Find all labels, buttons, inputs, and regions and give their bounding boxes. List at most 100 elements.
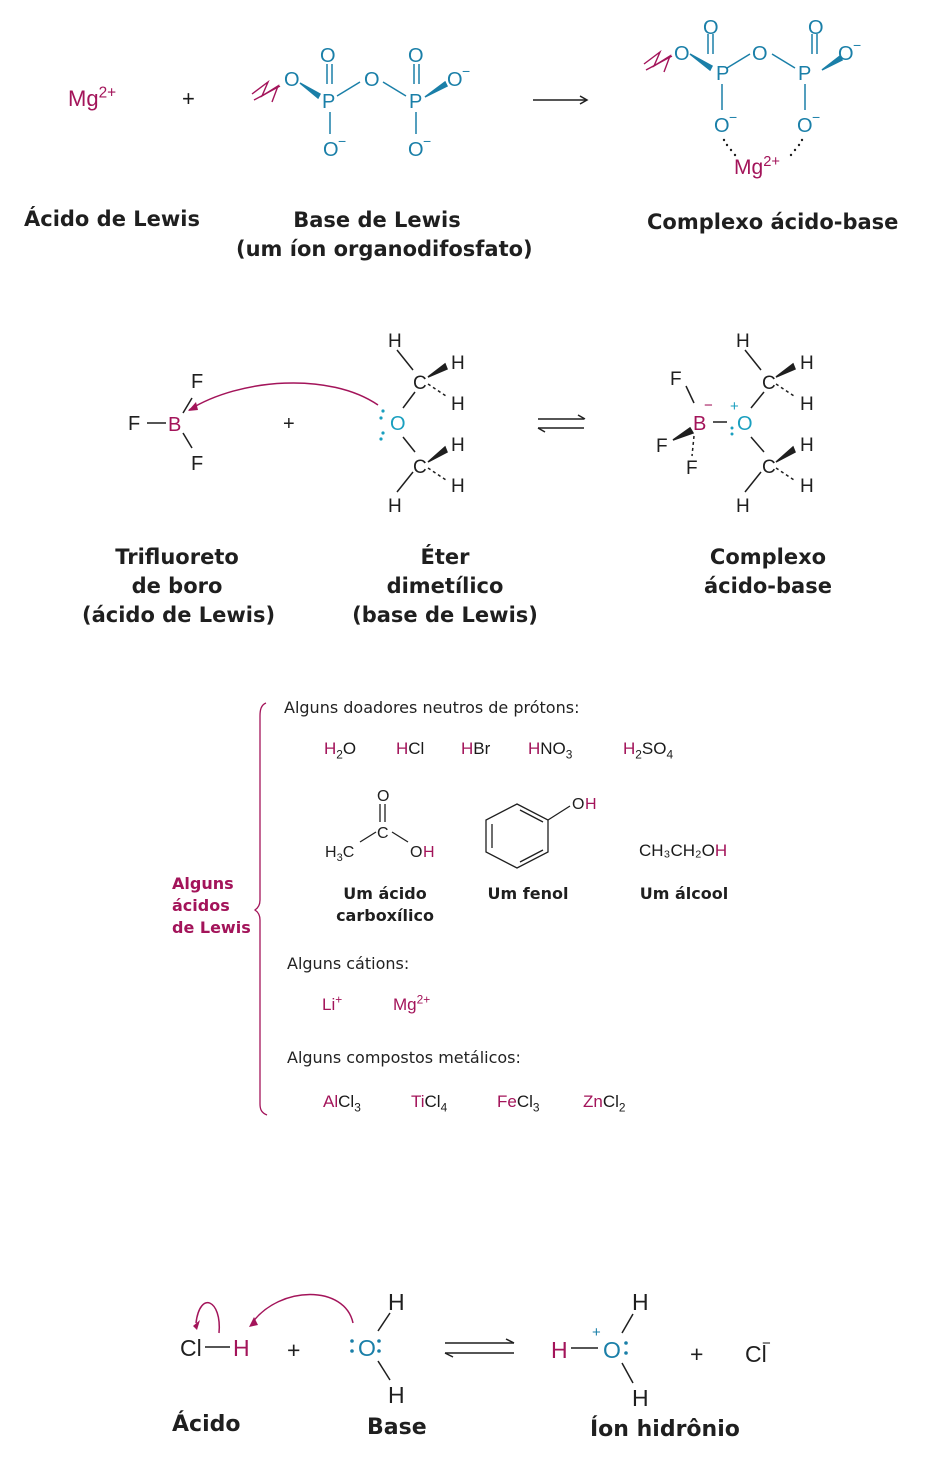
svg-text:O: O xyxy=(390,413,406,435)
heading-metal-compounds: Alguns compostos metálicos: xyxy=(287,1048,521,1067)
svg-text:+: + xyxy=(730,398,739,415)
equilibrium-arrow-icon xyxy=(537,414,586,433)
formula-rest: NO xyxy=(540,739,566,758)
label-alcohol: Um álcool xyxy=(639,884,729,903)
formula-rest: CH₃CH₂O xyxy=(639,841,715,860)
svg-text:H: H xyxy=(632,1385,649,1411)
label-line: Um ácido xyxy=(343,884,427,903)
svg-text:−: − xyxy=(423,133,431,149)
mg-ion-reactant: Mg2+ xyxy=(68,84,117,112)
label-line: ácido-base xyxy=(704,574,832,598)
svg-text:B: B xyxy=(693,413,706,435)
svg-text:O: O xyxy=(364,69,380,91)
formula-hcl: HCl xyxy=(396,739,424,759)
side-label-lewis-acids: Alguns ácidos de Lewis xyxy=(172,873,251,939)
brace-icon xyxy=(253,702,268,1116)
svg-text:H: H xyxy=(388,1382,405,1408)
svg-text:H: H xyxy=(800,353,814,374)
svg-text:H: H xyxy=(800,476,814,497)
heading-proton-donors: Alguns doadores neutros de prótons: xyxy=(284,698,580,717)
acidic-h: H xyxy=(396,739,409,758)
formula-rest: Cl xyxy=(516,1092,533,1111)
label-acid: Ácido xyxy=(172,1412,241,1437)
svg-text:O: O xyxy=(408,139,424,161)
svg-text:O: O xyxy=(572,796,584,813)
svg-text:O: O xyxy=(377,788,389,805)
mg-ion-product: Mg2+ xyxy=(734,155,780,180)
cation-symbol: Mg xyxy=(393,995,417,1014)
svg-text:P: P xyxy=(716,63,729,85)
electron-arrow-icon xyxy=(251,1293,354,1324)
svg-text:F: F xyxy=(128,413,140,435)
svg-text:−: − xyxy=(704,397,713,414)
mg-charge: 2+ xyxy=(98,84,117,102)
svg-text:H: H xyxy=(736,496,750,517)
label-carboxylic-acid: Um ácido carboxílico xyxy=(322,883,448,927)
label-line: de boro xyxy=(131,574,223,598)
svg-text:P: P xyxy=(322,91,335,113)
svg-text:F: F xyxy=(656,436,668,457)
metal-symbol: Ti xyxy=(411,1092,425,1111)
svg-text:−: − xyxy=(462,63,470,79)
heading-cations: Alguns cátions: xyxy=(287,954,410,973)
formula-rest: Cl xyxy=(408,739,425,758)
label-line: (base de Lewis) xyxy=(352,603,538,627)
svg-text:+: + xyxy=(283,413,295,435)
svg-text:H: H xyxy=(388,1289,405,1315)
acidic-h: H xyxy=(461,739,474,758)
svg-text:−: − xyxy=(853,37,861,53)
formula-rest: SO xyxy=(641,739,667,758)
subscript: 2 xyxy=(635,747,642,762)
plus-sign: + xyxy=(182,86,195,111)
svg-text:O: O xyxy=(410,844,422,861)
svg-text:O: O xyxy=(674,43,690,65)
svg-text:F: F xyxy=(670,369,682,390)
label-lewis-acid: Ácido de Lewis xyxy=(24,207,200,231)
formula-h2so4: H2SO4 xyxy=(623,739,673,762)
label-phenol: Um fenol xyxy=(487,884,569,903)
svg-text:H: H xyxy=(388,496,402,517)
metal-symbol: Fe xyxy=(497,1092,517,1111)
svg-text:H: H xyxy=(736,331,750,352)
svg-text:O: O xyxy=(838,43,854,65)
label-boron-trifluoride: Trifluoreto de boro (ácido de Lewis) xyxy=(82,543,275,630)
svg-text:C: C xyxy=(413,373,427,394)
label-hydronium-ion: Íon hidrônio xyxy=(590,1417,740,1442)
label-line: (um íon organodifosfato) xyxy=(236,237,533,261)
svg-text:P: P xyxy=(409,91,422,113)
compound-fecl3: FeCl3 xyxy=(497,1092,540,1113)
svg-text:C: C xyxy=(762,373,776,394)
organodiphosphate-structure: O O P O O P O− O− O− xyxy=(251,17,861,161)
svg-text:O: O xyxy=(752,43,768,65)
svg-text:H: H xyxy=(451,394,465,415)
formula-rest: Br xyxy=(473,739,491,758)
svg-text:H: H xyxy=(632,1289,649,1315)
svg-text:H3C: H3C xyxy=(325,844,354,864)
subscript: 2 xyxy=(336,747,343,762)
wavy-bond-icon xyxy=(251,79,281,103)
svg-text:C: C xyxy=(762,457,776,478)
cation-charge: 2+ xyxy=(416,992,431,1007)
svg-text:H: H xyxy=(451,435,465,456)
phenol-structure xyxy=(485,803,571,869)
label-base: Base xyxy=(367,1415,427,1440)
svg-text:C: C xyxy=(413,457,427,478)
svg-text:O: O xyxy=(714,115,730,137)
svg-text:−: − xyxy=(338,133,346,149)
label-dimethyl-ether: Éter dimetílico (base de Lewis) xyxy=(352,543,538,630)
svg-text:H: H xyxy=(388,331,402,352)
electron-arrow-icon xyxy=(195,1302,220,1334)
label-acid-base-complex: Complexo ácido-base xyxy=(647,210,899,234)
electron-arrow-icon xyxy=(188,382,379,411)
svg-text:H: H xyxy=(551,1337,568,1363)
formula-hno3: HNO3 xyxy=(528,739,572,760)
carboxylic-acid-structure xyxy=(359,804,409,843)
svg-text:H: H xyxy=(451,353,465,374)
svg-text:O: O xyxy=(408,45,424,67)
compound-zncl2: ZnCl2 xyxy=(583,1092,626,1113)
compound-ticl4: TiCl4 xyxy=(411,1092,447,1113)
metal-symbol: Zn xyxy=(583,1092,603,1111)
cation-charge: + xyxy=(335,992,343,1007)
formula-h2o: H2O xyxy=(324,739,356,762)
